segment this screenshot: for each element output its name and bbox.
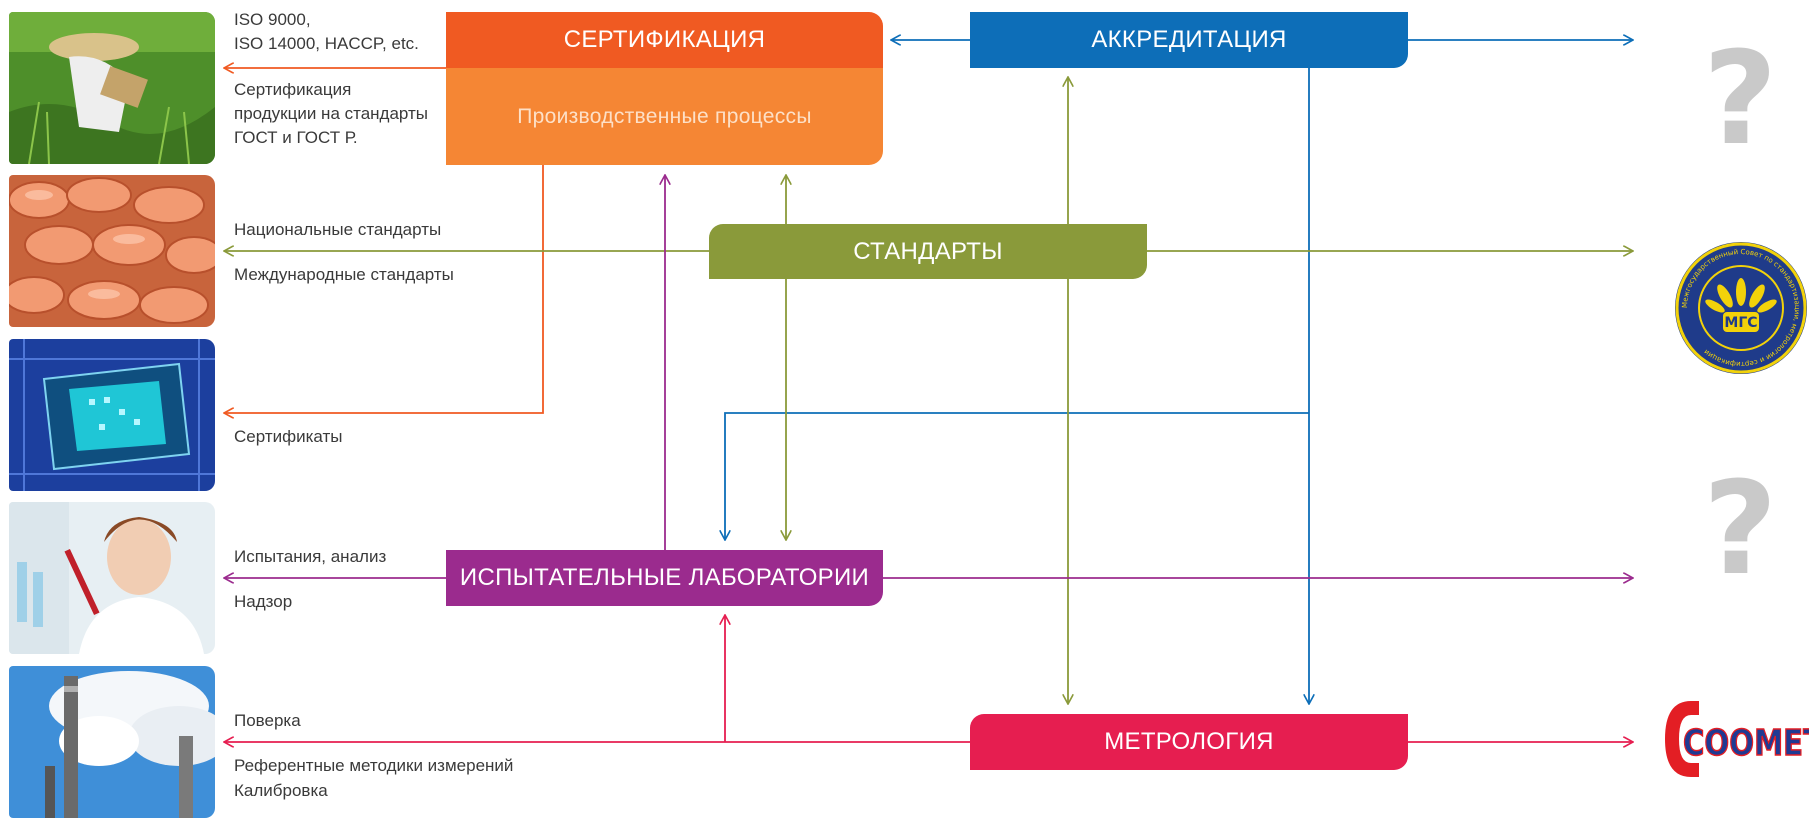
question-mark-icon-2: ? [1703, 455, 1778, 604]
farmer-photo [9, 12, 215, 164]
international-standards-label: Международные стандарты [234, 265, 454, 284]
microchip-photo [9, 339, 215, 491]
calibration-label: Калибровка [234, 781, 328, 800]
cert-products-line2: продукции на стандарты [234, 104, 429, 123]
testing-label: Испытания, анализ [234, 547, 387, 566]
national-standards-label: Национальные стандарты [234, 220, 442, 239]
certification-box-title: СЕРТИФИКАЦИЯ [446, 12, 883, 68]
accreditation-box: АККРЕДИТАЦИЯ [970, 12, 1408, 68]
standards-box: СТАНДАРТЫ [709, 224, 1147, 279]
certificates-label: Сертификаты [234, 427, 343, 446]
arrow-cert-to-certificates [224, 165, 544, 413]
question-mark-icon: ? [1703, 25, 1778, 174]
lab-scientist-photo [9, 502, 215, 654]
factory-chimney-photo [9, 666, 215, 818]
mgs-logo: МГС Межгосударственный Совет по стандарт… [1673, 240, 1809, 376]
iso-label-line1: ISO 9000, [234, 10, 311, 29]
labs-box: ИСПЫТАТЕЛЬНЫЕ ЛАБОРАТОРИИ [446, 550, 883, 606]
coomet-logo: COOMET [1663, 697, 1809, 781]
shrimp-photo [9, 175, 215, 327]
verification-label: Поверка [234, 711, 301, 730]
cert-products-line1: Сертификация [234, 80, 352, 99]
mgs-logo-text: МГС [1724, 315, 1757, 331]
iso-label-line2: ISO 14000, HACCP, etc. [234, 34, 419, 53]
supervision-label: Надзор [234, 592, 293, 611]
cert-products-line3: ГОСТ и ГОСТ Р. [234, 128, 358, 147]
certification-box-sub: Производственные процессы [446, 68, 883, 165]
coomet-logo-text: COOMET [1683, 723, 1809, 764]
arrow-accred-to-labs [725, 412, 1309, 540]
metrology-box: МЕТРОЛОГИЯ [970, 714, 1408, 770]
reference-methods-label: Референтные методики измерений [234, 756, 514, 775]
